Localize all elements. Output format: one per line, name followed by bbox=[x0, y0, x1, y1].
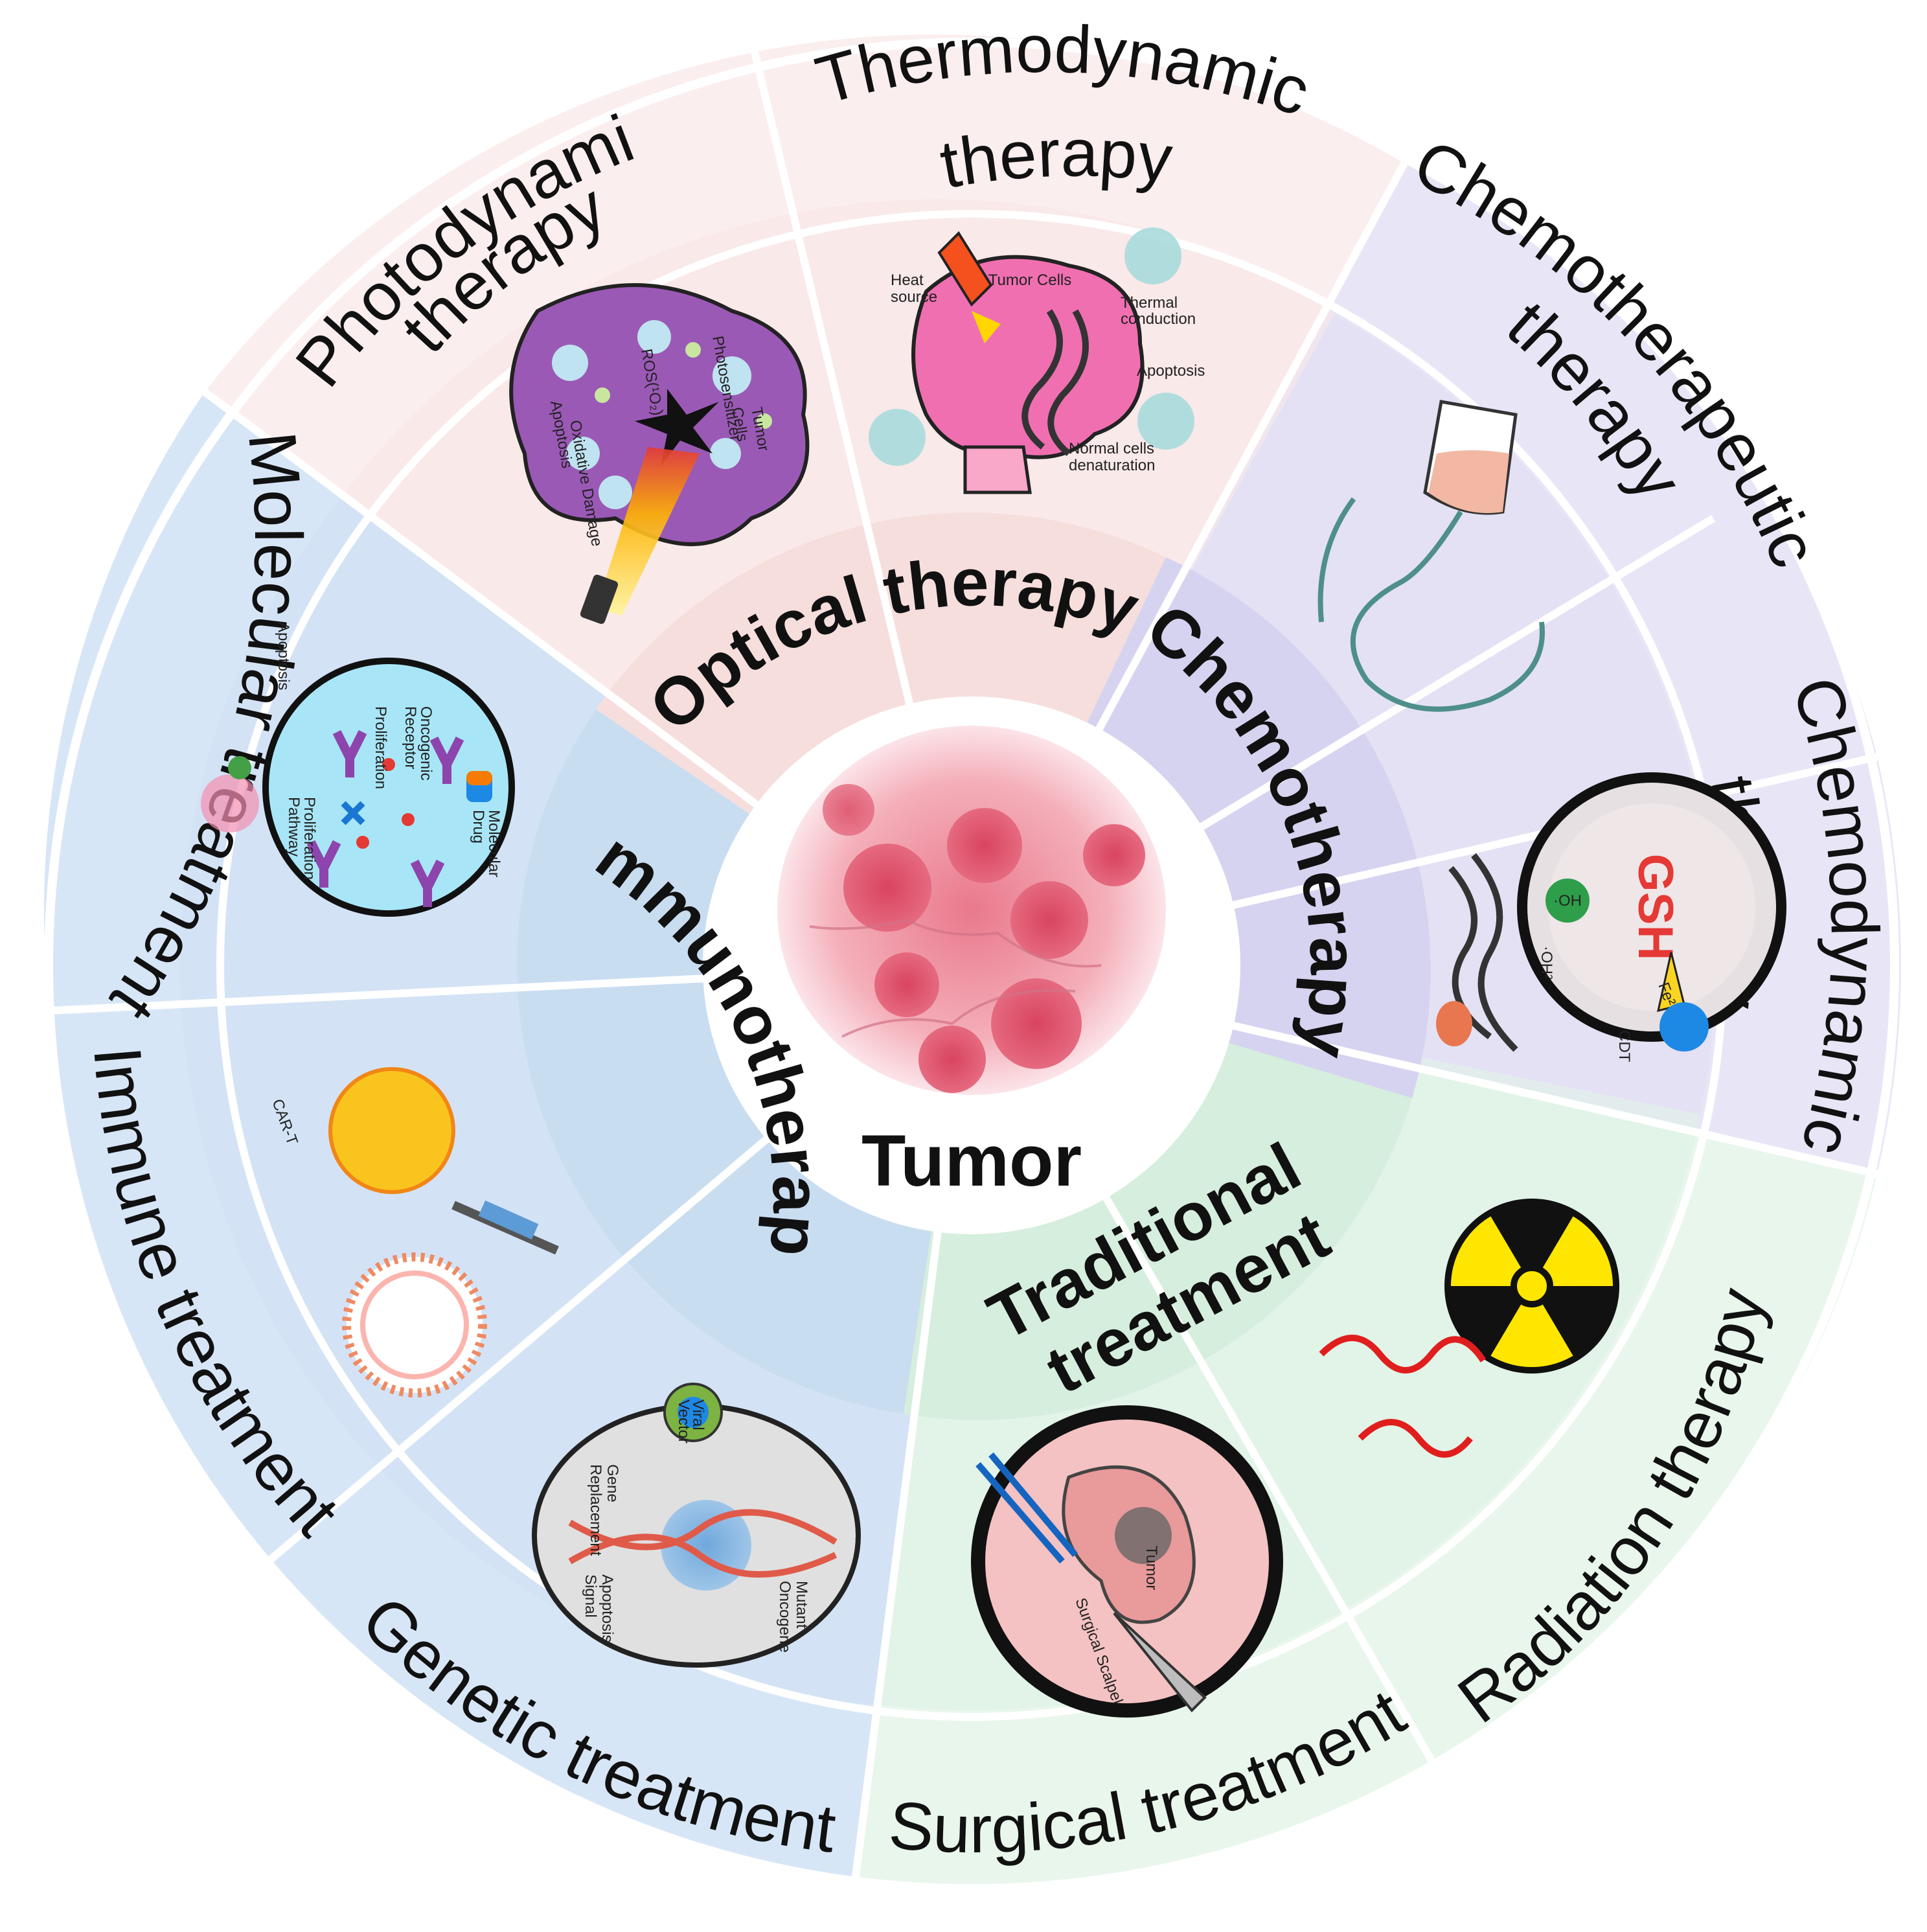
surgery-illustration: Tumor Surgical Scalpel bbox=[971, 1405, 1283, 1718]
svg-text:Apoptosis: Apoptosis bbox=[1137, 362, 1205, 380]
iv-bag-illustration bbox=[1317, 400, 1545, 712]
svg-text:Thermal: Thermal bbox=[1121, 294, 1178, 312]
cdt-illustration: GSH ·OH ·OH² Fe²⁺ CDT bbox=[1436, 772, 1786, 1063]
svg-text:Vector: Vector bbox=[675, 1399, 692, 1443]
pdt-illustration: Tumor Cells Photosensitizer ROS(¹O₂) Oxi… bbox=[509, 283, 810, 625]
radiation-illustration bbox=[1319, 1199, 1619, 1458]
svg-text:Viral: Viral bbox=[689, 1399, 707, 1431]
svg-text:Normal cells: Normal cells bbox=[1069, 440, 1154, 457]
svg-text:Molecular: Molecular bbox=[485, 810, 503, 877]
svg-text:GSH: GSH bbox=[1628, 854, 1683, 961]
immune-illustration: CAR-T bbox=[268, 1067, 559, 1397]
treatment-thermodynamic-line2: therapy bbox=[935, 115, 1176, 203]
tumor-illustration bbox=[777, 726, 1166, 1095]
svg-text:denaturation: denaturation bbox=[1069, 457, 1155, 474]
svg-text:source: source bbox=[891, 288, 937, 306]
svg-text:Tumor Cells: Tumor Cells bbox=[988, 271, 1071, 289]
svg-text:Oncogene: Oncogene bbox=[776, 1581, 793, 1653]
genetic-illustration: Viral Vector Gene Replacement Apoptosis … bbox=[532, 1383, 861, 1668]
svg-text:Oncogenic: Oncogenic bbox=[417, 706, 435, 781]
svg-text:Pathway: Pathway bbox=[285, 797, 302, 857]
svg-text:Apoptosis: Apoptosis bbox=[275, 622, 292, 690]
svg-text:Apoptosis: Apoptosis bbox=[599, 1574, 616, 1642]
svg-text:conduction: conduction bbox=[1121, 310, 1196, 328]
svg-text:Signal: Signal bbox=[582, 1574, 599, 1618]
svg-text:Tumor: Tumor bbox=[1143, 1546, 1160, 1590]
svg-text:Proliferation: Proliferation bbox=[301, 797, 318, 880]
svg-text:·OH²: ·OH² bbox=[1538, 946, 1555, 980]
svg-text:Receptor: Receptor bbox=[402, 706, 419, 769]
svg-text:·OH: ·OH bbox=[1553, 892, 1582, 910]
tdt-illustration: Tumor Cells Heat source Thermal conducti… bbox=[869, 227, 1205, 494]
svg-text:Mutant: Mutant bbox=[793, 1581, 810, 1629]
center-label: Tumor bbox=[861, 1120, 1082, 1201]
svg-text:Proliferation: Proliferation bbox=[372, 706, 389, 789]
svg-text:Drug: Drug bbox=[470, 810, 487, 844]
svg-text:CDT: CDT bbox=[1615, 1030, 1633, 1063]
molecular-illustration: Apoptosis Proliferation Oncogenic Recept… bbox=[201, 622, 515, 917]
svg-text:Gene: Gene bbox=[604, 1464, 621, 1502]
svg-text:Replacement: Replacement bbox=[587, 1464, 604, 1556]
svg-text:Heat: Heat bbox=[891, 271, 924, 289]
